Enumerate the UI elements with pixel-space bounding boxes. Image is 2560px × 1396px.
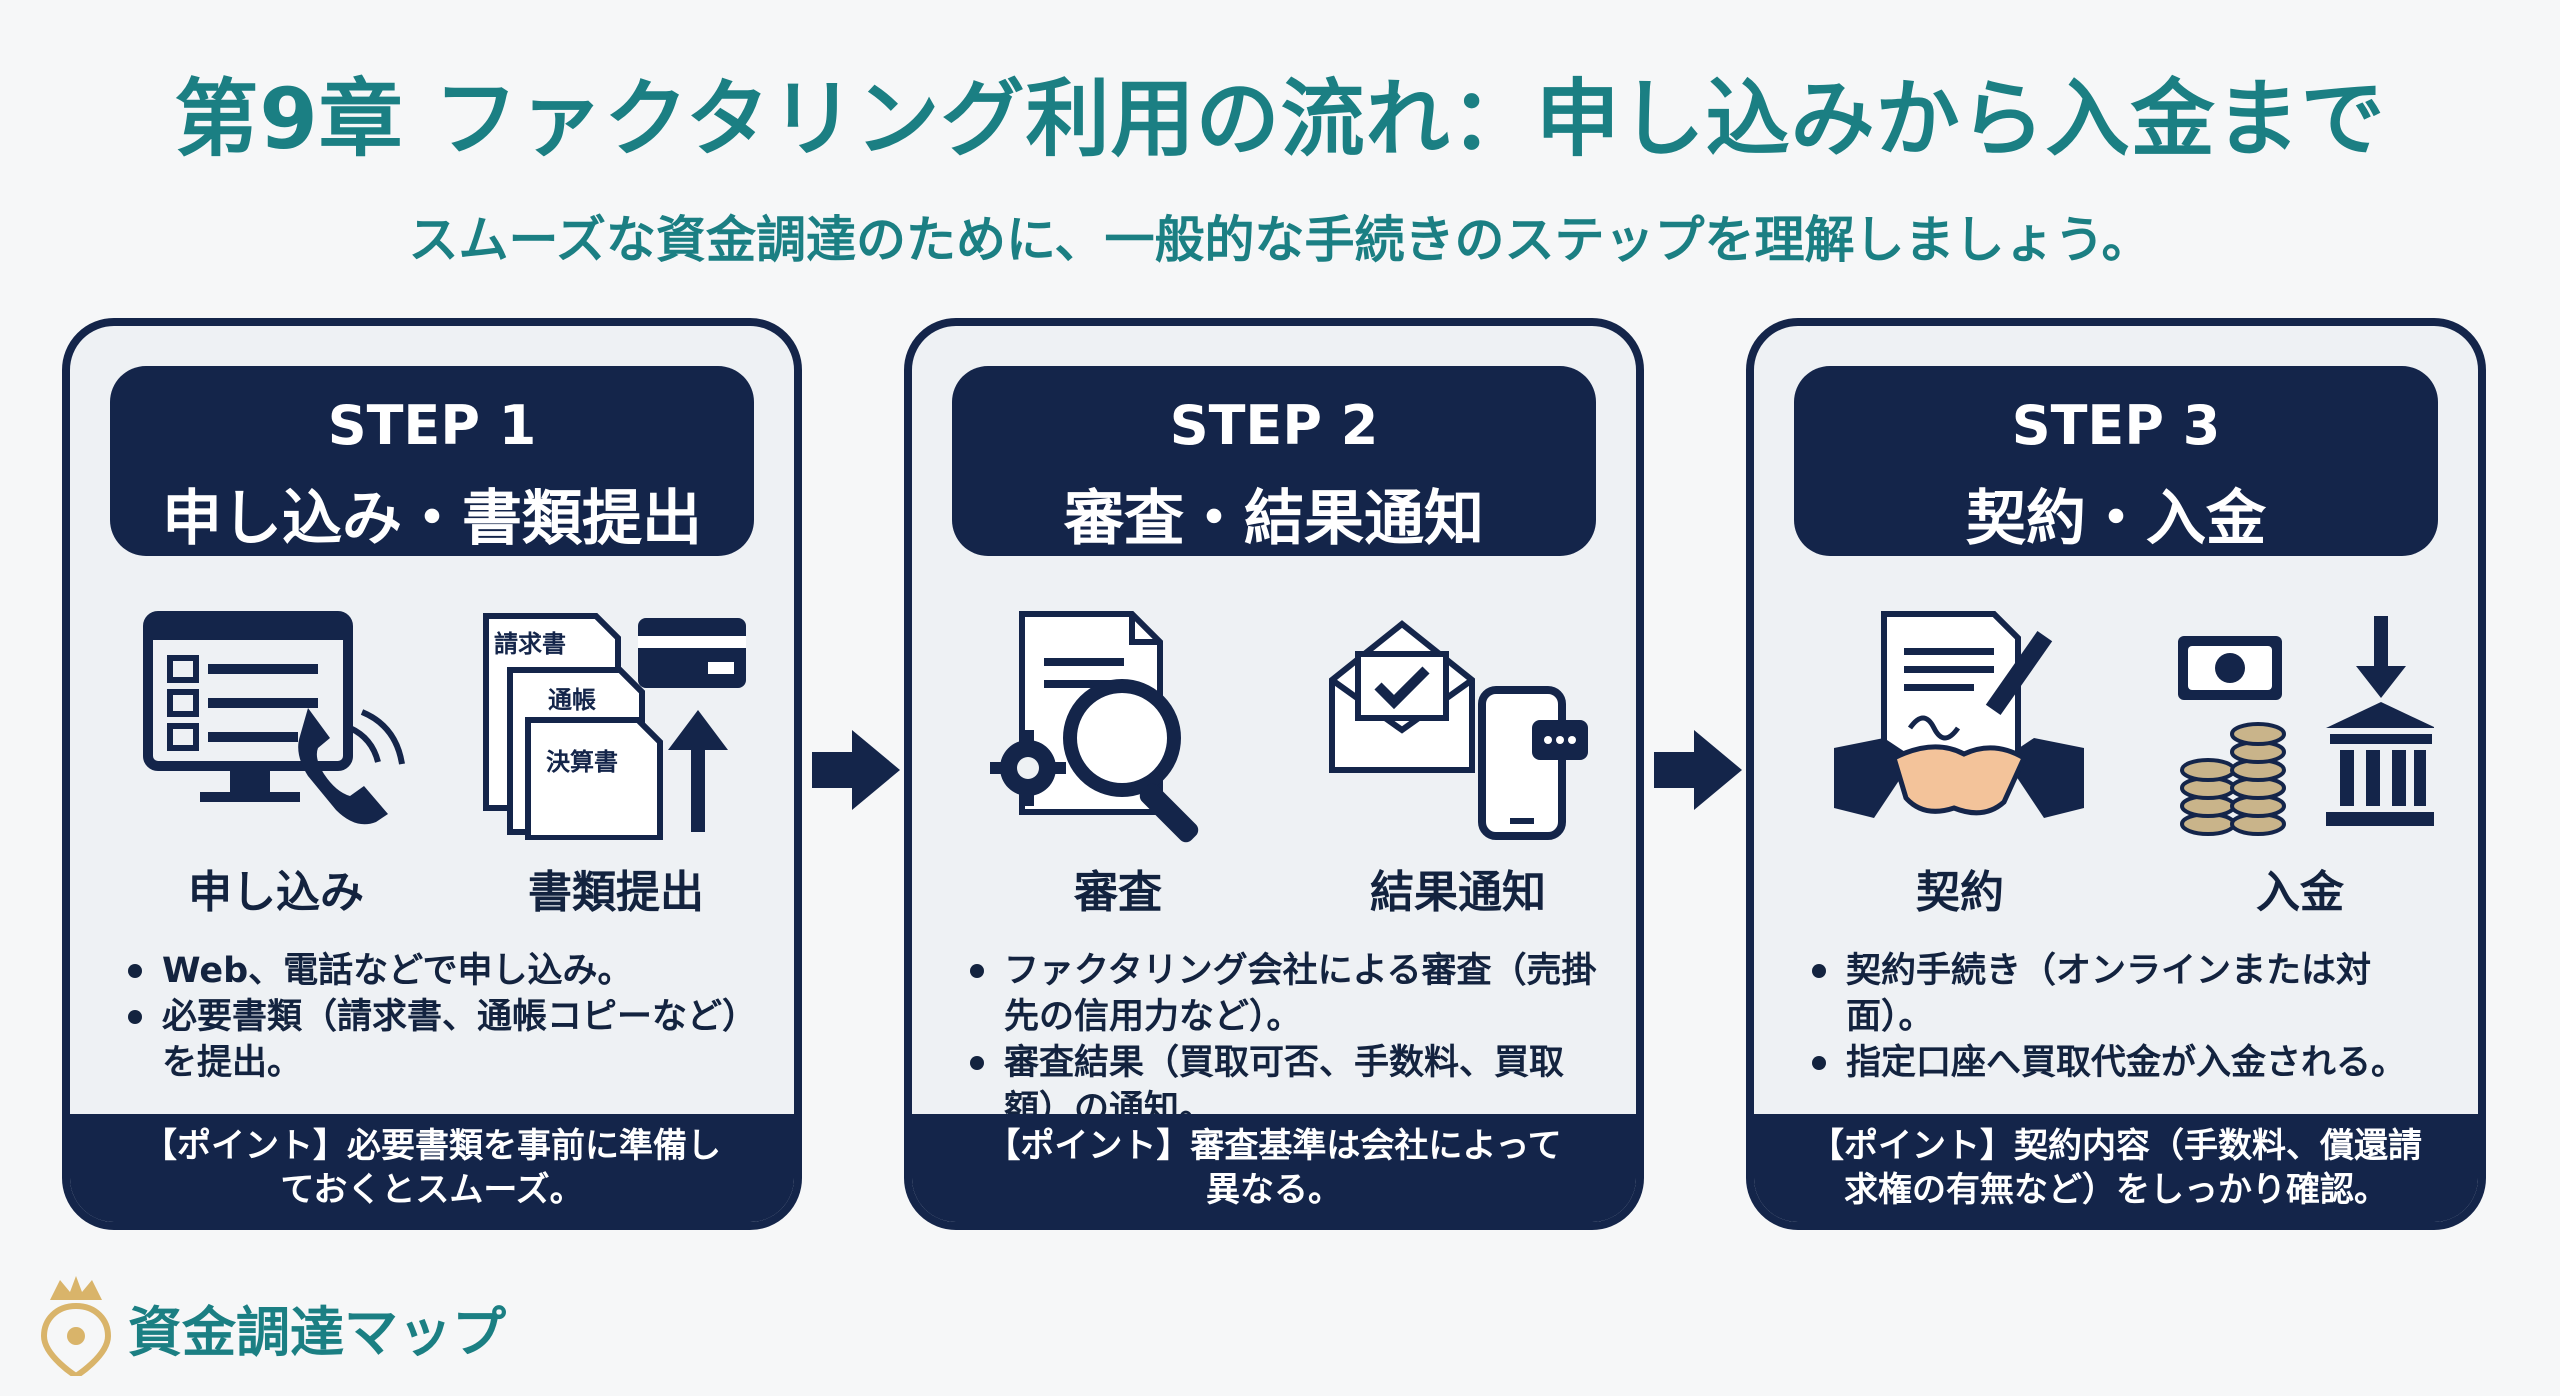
step-1-header: STEP 1 申し込み・書類提出 [110, 366, 754, 556]
money-bank-icon [2178, 616, 2434, 836]
doc-label-passbook: 通帳 [548, 686, 596, 714]
step-3-bullet-2: 指定口座へ買取代金が入金される。 [1810, 1040, 2450, 1086]
page-subtitle: スムーズな資金調達のために、一般的な手続きのステップを理解しましょう。 [408, 211, 2152, 269]
step-1-left-label: 申し込み [188, 867, 364, 918]
step-3-right-label: 入金 [2256, 867, 2344, 918]
step-1-point: 【ポイント】必要書類を事前に準備しておくとスムーズ。 [70, 1114, 794, 1222]
doc-label-invoice: 請求書 [494, 630, 566, 658]
step-1-card: STEP 1 申し込み・書類提出 請求書 通帳 決算書 申し込み 書類提出 We… [62, 318, 802, 1230]
step-3-header: STEP 3 契約・入金 [1794, 366, 2438, 556]
step-1-bullet-1: Web、電話などで申し込み。 [126, 948, 766, 994]
brand-footer: 資金調達マップ [36, 1268, 556, 1378]
page-title: 第9章 ファクタリング利用の流れ：申し込みから入金まで [174, 70, 2386, 168]
step-2-point-text: 【ポイント】審査基準は会社によって異なる。 [986, 1126, 1562, 1210]
step-2-right-label: 結果通知 [1370, 867, 1546, 918]
doc-label-financial: 決算書 [546, 748, 618, 776]
step-1-number: STEP 1 [327, 394, 537, 457]
step-3-point: 【ポイント】契約内容（手数料、償還請求権の有無など）をしっかり確認。 [1754, 1114, 2478, 1222]
documents-upload-icon: 請求書 通帳 決算書 [483, 613, 746, 840]
step-3-number: STEP 3 [2011, 394, 2221, 457]
step-2-point: 【ポイント】審査基準は会社によって異なる。 [912, 1114, 1636, 1222]
step-2-left-label: 審査 [1074, 867, 1162, 918]
step-1-right-label: 書類提出 [528, 867, 704, 918]
computer-phone-icon [143, 611, 405, 825]
step-2-number: STEP 2 [1169, 394, 1379, 457]
review-magnifier-icon [990, 611, 1199, 843]
step-2-card: STEP 2 審査・結果通知 審査 結果通知 ファクタリング会社 [904, 318, 1644, 1230]
step-3-bullets: 契約手続き（オンラインまたは対面）。 指定口座へ買取代金が入金される。 [1810, 948, 2450, 1086]
envelope-phone-icon [1329, 620, 1588, 840]
step-1-bullets: Web、電話などで申し込み。 必要書類（請求書、通帳コピーなど）を提出。 [126, 948, 766, 1086]
step-1-title: 申し込み・書類提出 [162, 484, 702, 554]
contract-handshake-icon [1834, 611, 2084, 818]
step-3-point-text: 【ポイント】契約内容（手数料、償還請求権の有無など）をしっかり確認。 [1810, 1126, 2422, 1210]
step-3-left-label: 契約 [1916, 867, 2004, 918]
arrow-right-icon [1654, 730, 1742, 810]
step-2-bullet-1: ファクタリング会社による審査（売掛先の信用力など）。 [968, 948, 1608, 1040]
step-3-card: STEP 3 契約・入金 [1746, 318, 2486, 1230]
step-3-bullet-1: 契約手続き（オンラインまたは対面）。 [1810, 948, 2450, 1040]
map-pin-crown-icon [40, 1276, 112, 1376]
step-2-header: STEP 2 審査・結果通知 [952, 366, 1596, 556]
step-1-point-text: 【ポイント】必要書類を事前に準備しておくとスムーズ。 [143, 1126, 721, 1210]
step-1-bullet-2: 必要書類（請求書、通帳コピーなど）を提出。 [126, 994, 766, 1086]
step-2-bullets: ファクタリング会社による審査（売掛先の信用力など）。 審査結果（買取可否、手数料… [968, 948, 1608, 1132]
step-2-title: 審査・結果通知 [1064, 484, 1484, 554]
brand-name: 資金調達マップ [128, 1301, 506, 1364]
arrow-right-icon [812, 730, 900, 810]
step-3-title: 契約・入金 [1966, 484, 2266, 554]
